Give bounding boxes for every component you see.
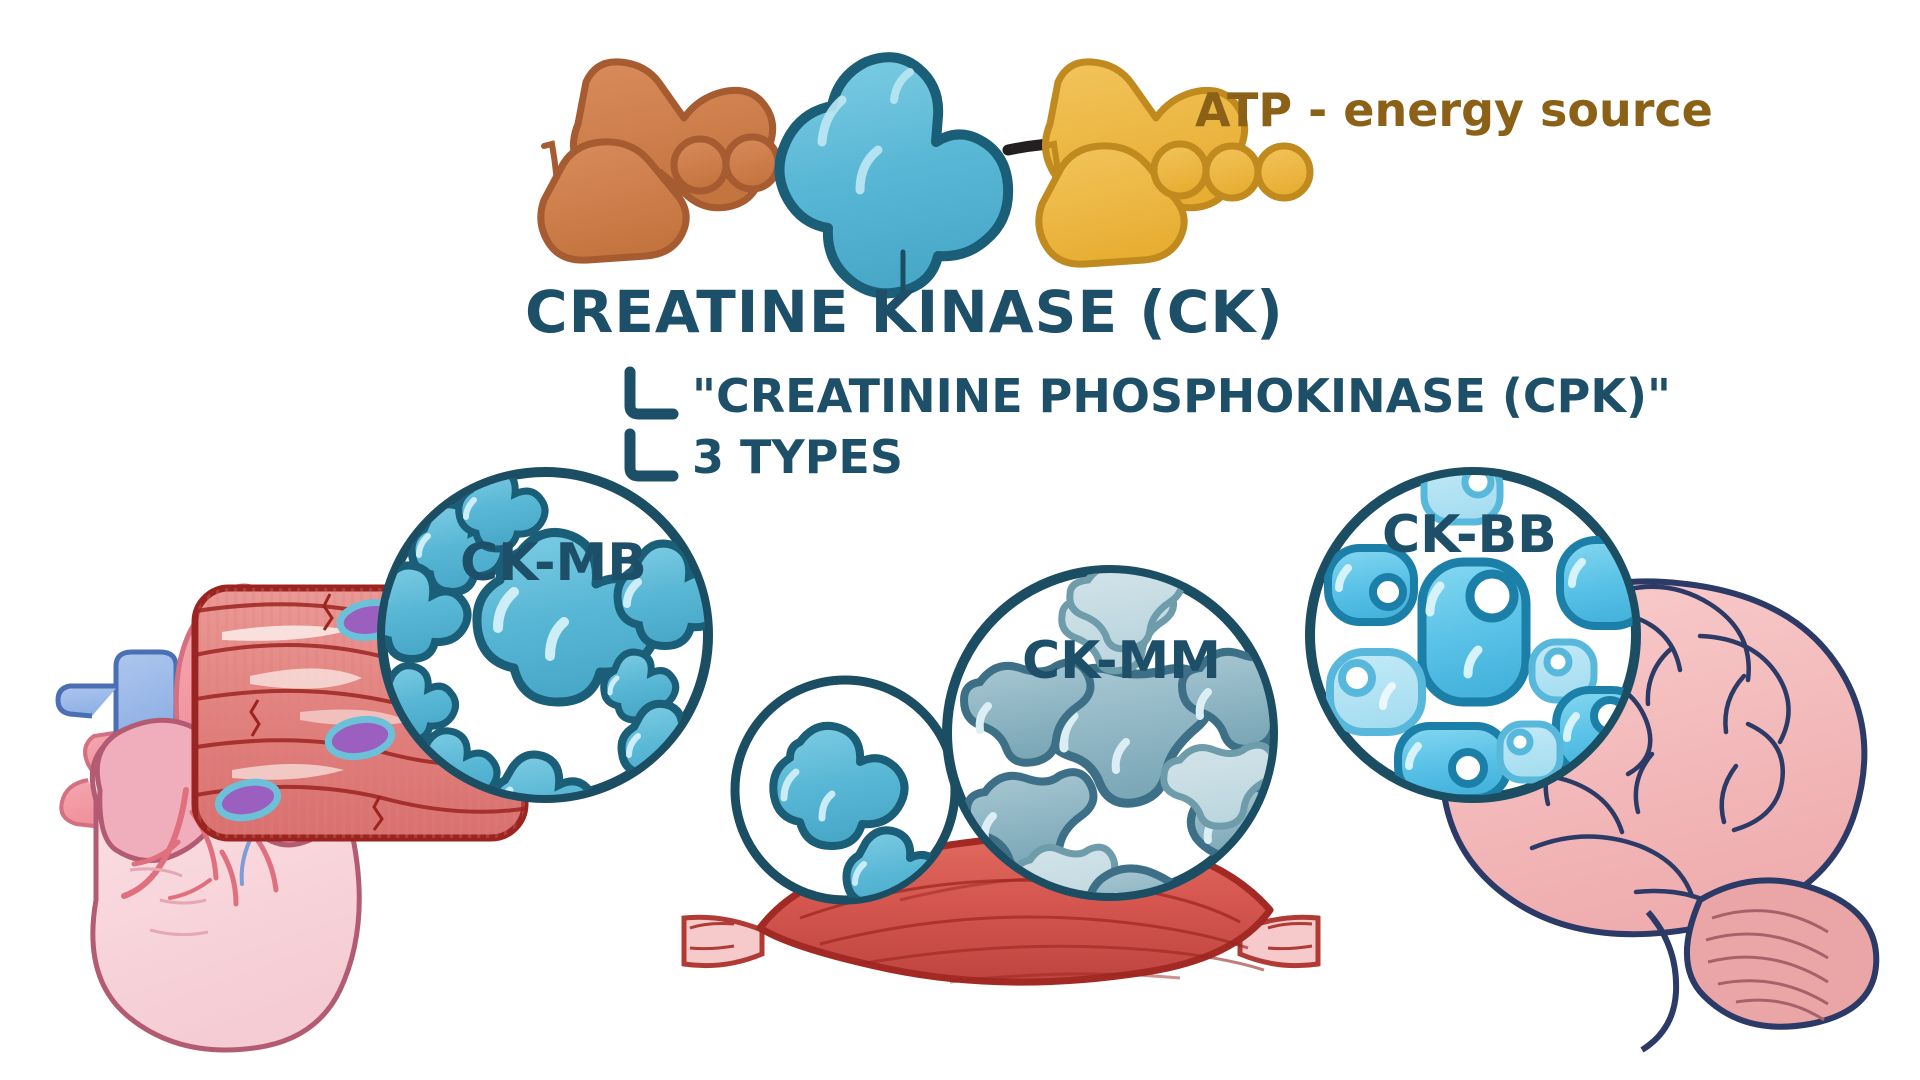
- enzyme-blob: [385, 561, 472, 664]
- enzyme-blob: [455, 475, 549, 553]
- title-subline-2: 3 TYPES: [692, 430, 903, 484]
- ck-mb-label: CK-MB: [460, 533, 647, 593]
- enzyme-blob: [1324, 544, 1418, 626]
- enzyme-blob: [1496, 720, 1564, 784]
- enzyme-blob: [959, 658, 1095, 767]
- atp-molecule: [1035, 58, 1314, 268]
- atp-caption: ATP - energy source: [1195, 83, 1713, 137]
- ck-bb-label: CK-BB: [1382, 505, 1557, 565]
- ck-enzyme-blob: [774, 52, 1014, 299]
- enzyme-blob: [1160, 741, 1270, 830]
- title-subline-1: "CREATININE PHOSPHOKINASE (CPK)": [692, 369, 1671, 423]
- enzyme-blob: [1326, 648, 1426, 736]
- bracket-icon-1: [624, 366, 679, 420]
- enzyme-blob: [1417, 557, 1531, 707]
- bracket-icon-2: [624, 428, 679, 482]
- enzyme-blob: [1066, 573, 1186, 653]
- enzyme-blob: [472, 528, 663, 707]
- ck-mm-circle: CK-MM: [942, 565, 1278, 901]
- ck-mb-circle: CK-MB: [377, 467, 713, 803]
- adp-molecule: [537, 58, 782, 264]
- page-title: CREATINE KINASE (CK): [525, 278, 1284, 346]
- ck-bb-circle: CK-BB: [1305, 467, 1641, 803]
- enzyme-blob: [769, 721, 909, 850]
- small-enzyme-circle: [730, 675, 960, 905]
- ck-mm-label: CK-MM: [1022, 631, 1221, 691]
- enzyme-blob: [842, 826, 948, 898]
